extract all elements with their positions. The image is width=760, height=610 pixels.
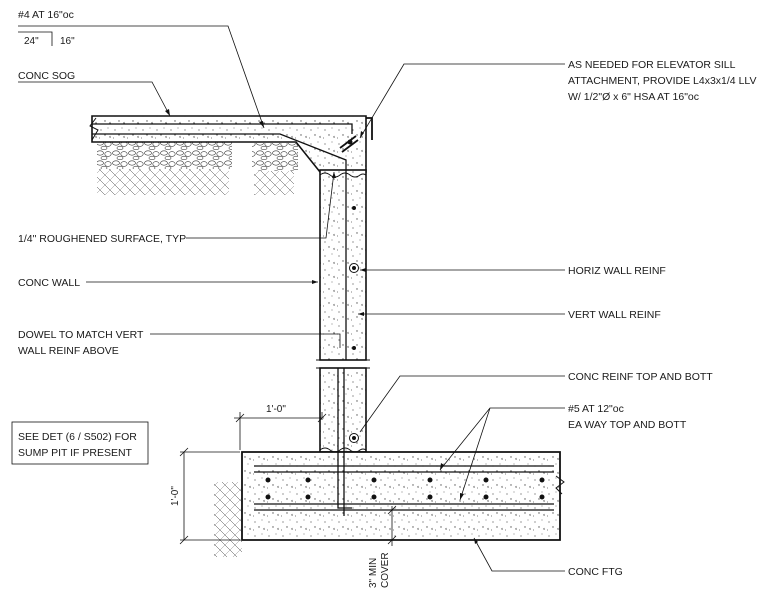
- leader-arrowheads: [165, 109, 478, 544]
- spacing-box: [18, 31, 53, 46]
- label-conc-wall: CONC WALL: [18, 277, 80, 289]
- label-dowel-2: WALL REINF ABOVE: [18, 345, 119, 357]
- label-dim-1ft-h: 1'-0": [266, 404, 286, 415]
- label-dim-24: 24": [24, 36, 39, 47]
- label-vert: VERT WALL REINF: [568, 309, 661, 321]
- see-detail-box: [11, 421, 149, 465]
- label-cover-1: 3" MIN: [368, 558, 379, 588]
- label-conc-ftg: CONC FTG: [568, 566, 623, 578]
- break-marks: [89, 117, 565, 495]
- earth-footing-left: [214, 482, 242, 557]
- earth-right: [254, 171, 294, 195]
- label-rough: 1/4" ROUGHENED SURFACE, TYP: [18, 233, 186, 245]
- label-dowel-1: DOWEL TO MATCH VERT: [18, 329, 144, 341]
- label-see-det-1: SEE DET (6 / S502) FOR: [18, 431, 137, 443]
- leader-lines: [18, 25, 565, 572]
- concrete-slab-wall-footing: [91, 115, 561, 541]
- gravel-right: [252, 143, 298, 171]
- label-conc-sog: CONC SOG: [18, 70, 75, 82]
- label-bar5-1: #5 AT 12"oc: [568, 403, 624, 415]
- gravel-left: [97, 141, 232, 169]
- dimension-1ft-vertical: [179, 447, 240, 545]
- label-dim-1ft-v: 1'-0": [170, 486, 181, 506]
- label-cover-2: COVER: [380, 552, 391, 588]
- dimension-cover: [372, 505, 398, 546]
- label-elev-3: W/ 1/2"Ø x 6" HSA AT 16"oc: [568, 91, 699, 103]
- label-rebar-top: #4 AT 16"oc: [18, 9, 74, 21]
- label-see-det-2: SUMP PIT IF PRESENT: [18, 447, 133, 459]
- label-elev-2: ATTACHMENT, PROVIDE L4x3x1/4 LLV: [568, 75, 756, 87]
- earth-left: [97, 169, 229, 195]
- label-dim-16: 16": [60, 36, 75, 47]
- label-conc-reinf: CONC REINF TOP AND BOTT: [568, 371, 713, 383]
- dimension-1ft-horizontal: [234, 412, 327, 450]
- label-elev-1: AS NEEDED FOR ELEVATOR SILL: [568, 59, 736, 71]
- rebar: [92, 123, 554, 516]
- rebar-dots: [265, 139, 545, 500]
- label-bar5-2: EA WAY TOP AND BOTT: [568, 419, 687, 431]
- label-horiz: HORIZ WALL REINF: [568, 265, 666, 277]
